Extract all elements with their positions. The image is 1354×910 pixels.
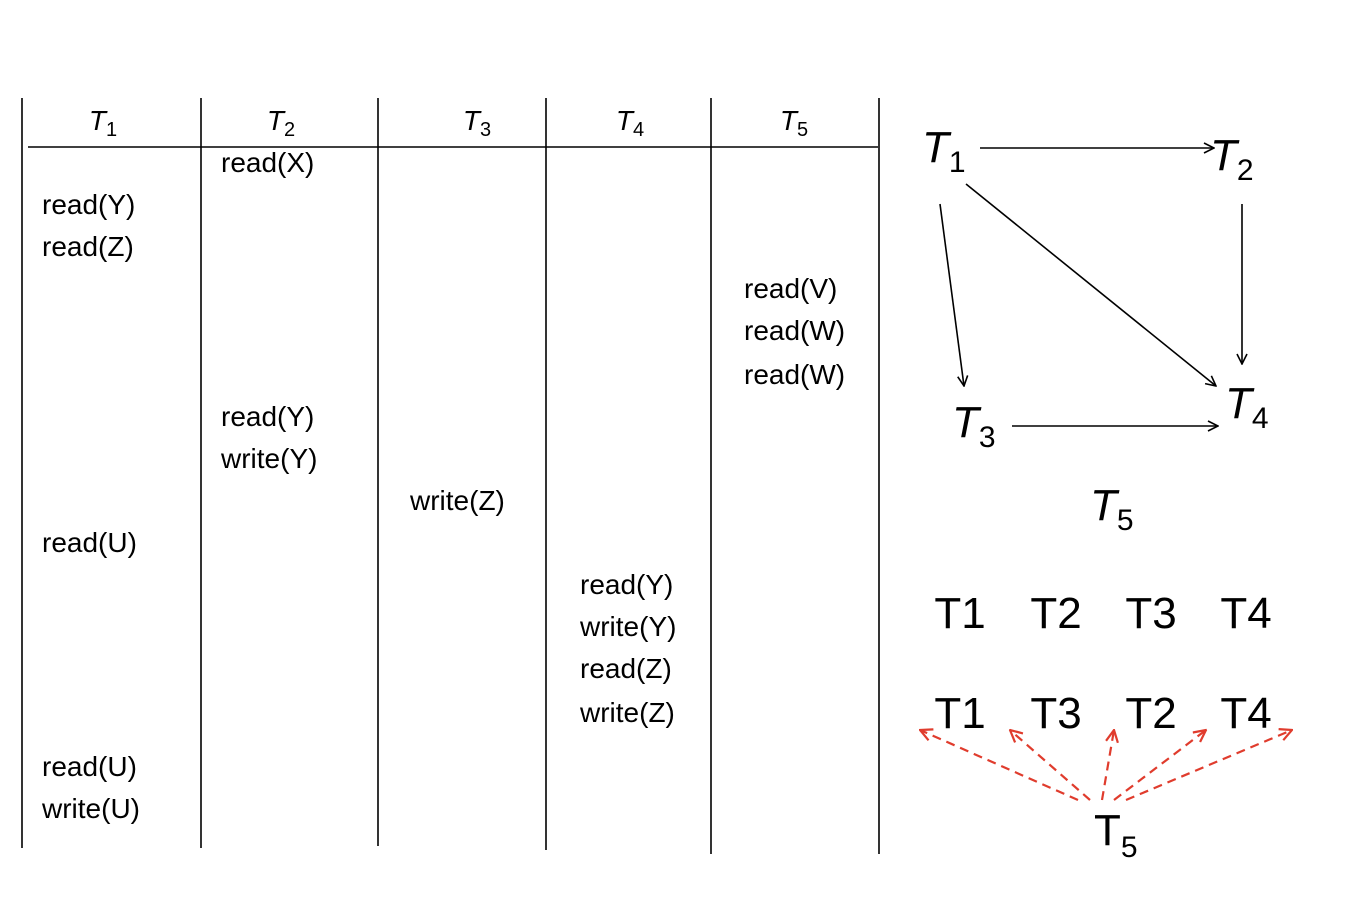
- order-row1-item: T1: [934, 589, 985, 638]
- node-t1: T1: [922, 123, 966, 179]
- node-t5-base: T: [1090, 481, 1120, 530]
- table-grid-lines: [21, 98, 880, 854]
- column-header-t2-base: T: [267, 105, 286, 136]
- t5-insertion-positions: T5: [920, 730, 1292, 864]
- operation-t4: write(Z): [579, 697, 675, 728]
- operation-t1: read(Z): [42, 231, 134, 262]
- operation-t1: read(U): [42, 751, 137, 782]
- column-header-t3: T3: [463, 105, 491, 141]
- node-t2: T2: [1210, 131, 1254, 187]
- node-t3-subscript: 3: [979, 421, 996, 454]
- order-row2-item: T3: [1030, 689, 1081, 738]
- column-header-t1-subscript: 1: [106, 119, 117, 141]
- operation-t5: read(V): [744, 273, 837, 304]
- node-t4: T4: [1225, 379, 1269, 435]
- node-t4-subscript: 4: [1252, 402, 1269, 435]
- table-operations: read(X) read(Y) read(Z) read(V) read(W) read(…: [41, 147, 845, 824]
- insertion-arrow-5: [1125, 730, 1292, 802]
- node-t5-subscript: 5: [1117, 504, 1134, 537]
- order-row2-item: T2: [1125, 689, 1176, 738]
- node-t2-base: T: [1210, 131, 1240, 180]
- column-header-t5-subscript: 5: [797, 119, 808, 141]
- insertion-label-t5: T5: [1094, 806, 1138, 864]
- insertion-label-t5-base: T: [1094, 806, 1121, 855]
- edge-t1-t4: [965, 183, 1216, 386]
- column-header-t4: T4: [616, 105, 644, 141]
- order-row1-item: T3: [1125, 589, 1176, 638]
- node-t2-subscript: 2: [1237, 154, 1254, 187]
- node-t3: T3: [952, 398, 996, 454]
- operation-t2: read(Y): [221, 401, 314, 432]
- column-header-t3-base: T: [463, 105, 482, 136]
- order-row2-item: T1: [934, 689, 985, 738]
- column-header-t4-subscript: 4: [633, 119, 644, 141]
- node-t1-base: T: [922, 123, 952, 172]
- operation-t1: write(U): [41, 793, 140, 824]
- operation-t4: write(Y): [579, 611, 676, 642]
- operation-t4: read(Z): [580, 653, 672, 684]
- order-row1-item: T2: [1030, 589, 1081, 638]
- node-t5: T5: [1090, 481, 1134, 537]
- operation-t1: read(U): [42, 527, 137, 558]
- operation-t2: write(Y): [220, 443, 317, 474]
- operation-t3: write(Z): [409, 485, 505, 516]
- operation-t4: read(Y): [580, 569, 673, 600]
- operation-t2: read(X): [221, 147, 314, 178]
- column-header-t4-base: T: [616, 105, 635, 136]
- operation-t5: read(W): [744, 359, 845, 390]
- operation-t5: read(W): [744, 315, 845, 346]
- node-t1-subscript: 1: [949, 146, 966, 179]
- column-header-t3-subscript: 3: [480, 119, 491, 141]
- column-header-t5: T5: [780, 105, 808, 141]
- graph-edges: [939, 148, 1242, 426]
- insertion-arrow-1: [920, 730, 1079, 802]
- order-row1-item: T4: [1220, 589, 1271, 638]
- node-t4-base: T: [1225, 379, 1255, 428]
- column-header-t2: T2: [267, 105, 295, 141]
- column-header-t2-subscript: 2: [284, 119, 295, 141]
- insertion-arrow-3: [1100, 730, 1114, 801]
- column-header-t1-base: T: [89, 105, 108, 136]
- node-t3-base: T: [952, 398, 982, 447]
- column-header-t5-base: T: [780, 105, 799, 136]
- operation-t1: read(Y): [42, 189, 135, 220]
- insertion-arrow-4: [1113, 730, 1206, 801]
- insertion-label-t5-subscript: 5: [1121, 831, 1138, 864]
- edge-t1-t3: [939, 203, 964, 386]
- order-row2-item: T4: [1220, 689, 1271, 738]
- insertion-arrow-2: [1010, 730, 1091, 801]
- column-header-t1: T1: [89, 105, 117, 141]
